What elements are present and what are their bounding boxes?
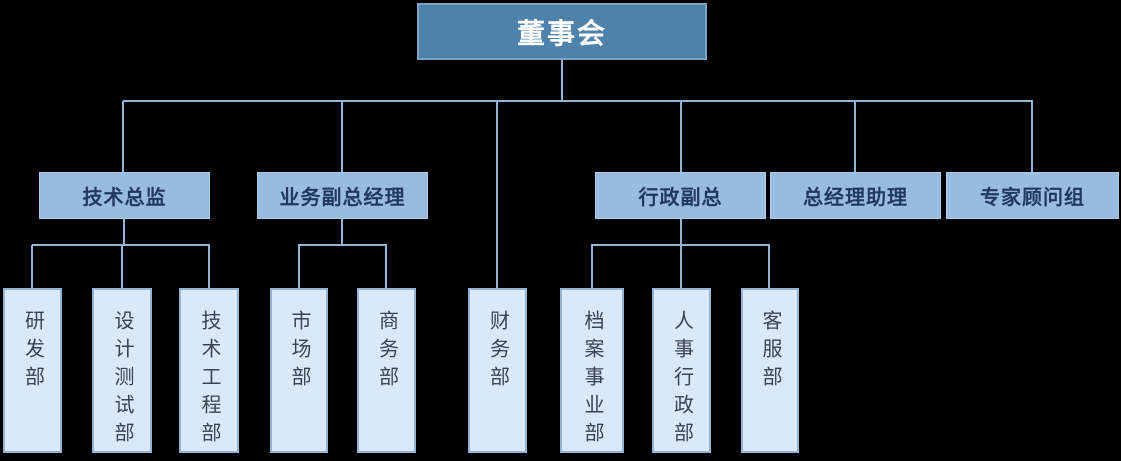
connector-line: [298, 245, 300, 288]
org-node-rd-dept: 研发部: [3, 288, 62, 453]
org-node-label: 人事行政部: [670, 310, 693, 450]
connector-line: [123, 219, 125, 245]
org-node-business-vice-gm: 业务副总经理: [257, 172, 428, 219]
connector-line: [341, 101, 343, 172]
org-node-technical-director: 技术总监: [39, 172, 210, 219]
org-node-archives-division: 档案事业部: [560, 288, 624, 453]
connector-line: [208, 245, 210, 288]
org-node-label: 总经理助理: [803, 187, 908, 209]
org-node-label: 董事会: [516, 17, 607, 49]
org-node-marketing-dept: 市场部: [270, 288, 328, 453]
org-node-gm-assistant: 总经理助理: [770, 172, 941, 219]
connector-line: [341, 219, 343, 245]
org-node-label: 技术总监: [82, 187, 167, 209]
connector-line: [561, 60, 563, 101]
connector-line: [121, 245, 123, 288]
connector-line: [122, 101, 124, 172]
org-node-label: 客服部: [759, 310, 781, 394]
org-node-label: 市场部: [288, 310, 310, 394]
org-node-expert-advisory-group: 专家顾问组: [946, 172, 1119, 219]
org-node-admin-vice-president: 行政副总: [595, 172, 766, 219]
org-node-label: 档案事业部: [581, 310, 603, 450]
connector-line: [854, 101, 856, 172]
connector-line: [123, 100, 1033, 102]
connector-line: [591, 245, 593, 288]
connector-line: [680, 219, 682, 245]
org-node-label: 财务部: [486, 310, 509, 394]
org-node-hr-admin-dept: 人事行政部: [652, 288, 711, 453]
org-node-design-test-dept: 设计测试部: [92, 288, 152, 453]
connector-line: [768, 245, 770, 288]
connector-line: [496, 101, 498, 288]
org-node-label: 商务部: [375, 310, 398, 394]
org-node-label: 研发部: [21, 310, 44, 394]
org-node-customer-service-dept: 客服部: [741, 288, 799, 453]
connector-line: [680, 245, 682, 288]
org-node-finance-dept: 财务部: [468, 288, 527, 453]
connector-line: [385, 245, 387, 288]
org-node-label: 专家顾问组: [980, 187, 1085, 209]
connector-line: [298, 244, 387, 246]
connector-line: [1031, 101, 1033, 172]
org-node-commerce-dept: 商务部: [357, 288, 416, 453]
connector-line: [680, 101, 682, 172]
org-node-label: 行政副总: [638, 187, 723, 209]
connector-line: [31, 245, 33, 288]
org-node-label: 设计测试部: [111, 310, 133, 450]
org-node-board-of-directors: 董事会: [417, 3, 707, 60]
org-node-label: 技术工程部: [198, 310, 220, 450]
org-node-label: 业务副总经理: [279, 187, 406, 209]
org-node-technical-engineering-dept: 技术工程部: [179, 288, 239, 453]
